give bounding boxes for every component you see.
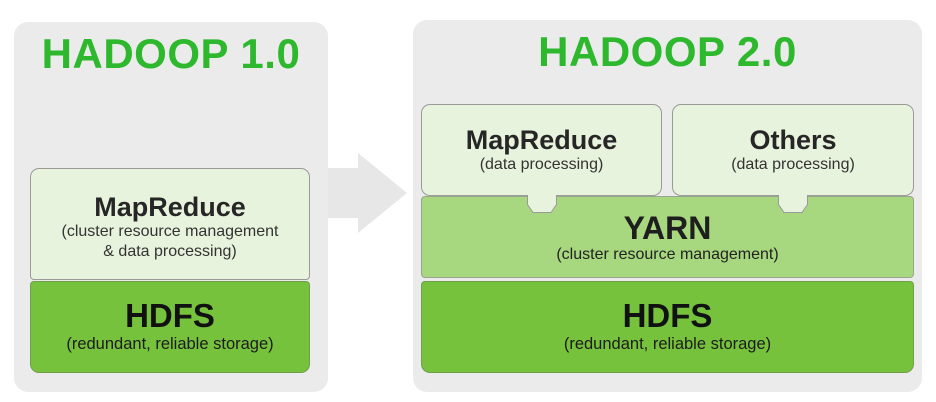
hadoop1-hdfs-subtitle: (redundant, reliable storage) xyxy=(66,335,274,353)
hadoop1-mapreduce-subtitle-line1: (cluster resource management xyxy=(61,222,279,240)
hadoop2-others-subtitle: (data processing) xyxy=(731,155,855,173)
hadoop1-panel: HADOOP 1.0 MapReduce (cluster resource m… xyxy=(14,22,328,392)
others-tail-notch xyxy=(778,195,808,213)
hadoop2-title: HADOOP 2.0 xyxy=(538,28,797,75)
hadoop1-mapreduce-box: MapReduce (cluster resource management &… xyxy=(30,168,310,280)
hadoop2-others-box: Others (data processing) xyxy=(672,104,914,213)
hadoop1-hdfs-box: HDFS (redundant, reliable storage) xyxy=(30,281,310,373)
hadoop2-yarn-box: YARN (cluster resource management) xyxy=(421,196,914,278)
mapreduce-tail-notch xyxy=(526,195,557,213)
hadoop2-yarn-subtitle: (cluster resource management) xyxy=(556,246,779,263)
hadoop1-title: HADOOP 1.0 xyxy=(41,30,301,77)
hadoop2-panel: HADOOP 2.0 MapReduce (data processing) O… xyxy=(413,20,922,392)
hadoop2-mapreduce-title: MapReduce xyxy=(465,124,618,155)
hadoop2-hdfs-title: HDFS xyxy=(622,297,713,334)
hadoop1-mapreduce-title: MapReduce xyxy=(94,191,246,222)
hadoop2-others-title: Others xyxy=(749,124,837,155)
arrow-right-icon xyxy=(328,153,407,233)
hadoop2-yarn-title: YARN xyxy=(623,210,712,246)
hadoop2-mapreduce-box: MapReduce (data processing) xyxy=(421,104,662,213)
hadoop2-hdfs-box: HDFS (redundant, reliable storage) xyxy=(421,281,914,373)
hadoop2-hdfs-subtitle: (redundant, reliable storage) xyxy=(563,335,772,353)
hadoop2-mapreduce-subtitle: (data processing) xyxy=(479,155,604,173)
hadoop1-mapreduce-subtitle-line2: & data processing) xyxy=(103,242,237,260)
hadoop1-hdfs-title: HDFS xyxy=(125,297,215,334)
